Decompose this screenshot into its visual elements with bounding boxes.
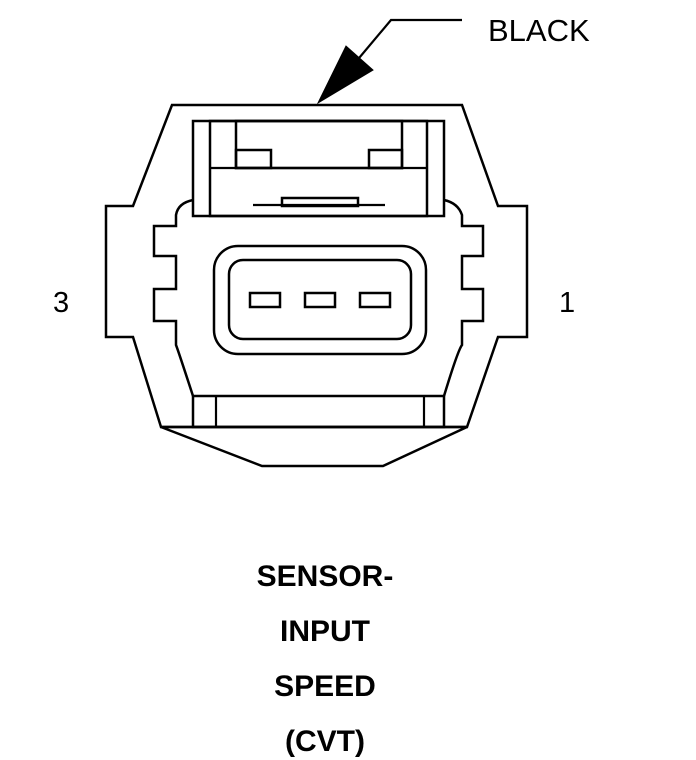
- pin-slot-1: [358, 291, 392, 309]
- callout-leader: [316, 18, 462, 105]
- pin-label-left: 3: [53, 287, 69, 319]
- locking-latch: [191, 119, 446, 218]
- pin-slot-3: [248, 291, 282, 309]
- housing-outline: [104, 103, 529, 429]
- callout-arrowhead: [316, 45, 374, 105]
- pin-slot-2: [303, 291, 337, 309]
- caption-line-3: SPEED: [274, 670, 376, 703]
- pin-label-right: 1: [559, 287, 575, 319]
- terminal-cavity-inner: [227, 258, 413, 341]
- terminal-cavity-outer: [212, 244, 428, 356]
- housing-bottom-skirt: [160, 425, 468, 468]
- caption-line-1: SENSOR-: [257, 560, 394, 593]
- caption-line-2: INPUT: [280, 615, 370, 648]
- inner-face: [152, 198, 485, 397]
- bottom-band: [191, 394, 446, 429]
- callout-color-label: BLACK: [488, 13, 590, 48]
- connector-housing: [104, 103, 529, 468]
- caption-line-4: (CVT): [285, 725, 365, 758]
- caption: SENSOR- INPUT SPEED (CVT): [257, 560, 394, 758]
